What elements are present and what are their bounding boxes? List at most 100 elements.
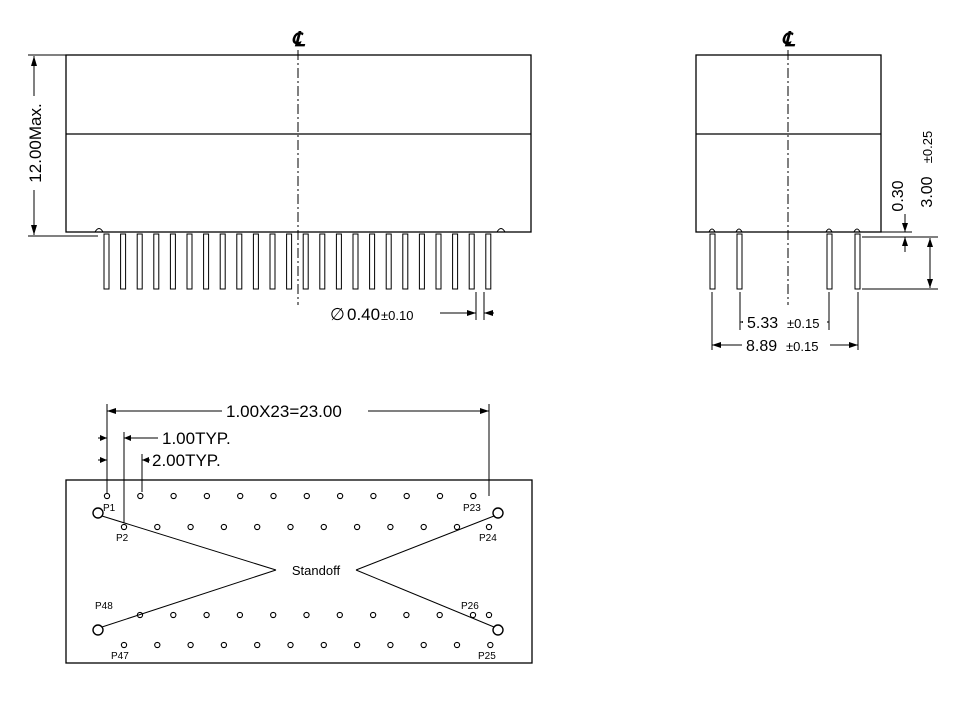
pin-length-dimension: 3.00 ±0.25 xyxy=(862,131,938,290)
front-pin xyxy=(369,233,376,290)
side-pins xyxy=(709,233,861,290)
pin-hole xyxy=(485,523,493,531)
front-pin xyxy=(252,233,259,290)
pin-label-p48: P48 xyxy=(95,601,113,612)
standoff-leaders xyxy=(101,515,495,628)
pitch-total-label: 1.00X23=23.00 xyxy=(226,402,342,421)
standoff-label: Standoff xyxy=(292,563,341,578)
front-pin xyxy=(169,233,176,290)
pin-diameter-dimension: ∅ 0.40 ±0.10 xyxy=(330,292,494,324)
front-pin xyxy=(352,233,359,290)
front-pin xyxy=(103,233,110,290)
front-view: ℄ 12.00Max. ∅ 0.40 ±0.10 xyxy=(22,29,532,324)
pin-hole xyxy=(154,641,161,649)
inner-spacing-tol: ±0.15 xyxy=(787,316,819,331)
pin-label-p23: P23 xyxy=(463,503,481,514)
pin-hole xyxy=(485,611,493,619)
pin-hole xyxy=(420,641,427,649)
front-pin xyxy=(236,233,243,290)
pin-hole xyxy=(120,641,128,649)
bottom-body-outline xyxy=(65,479,533,664)
height-dim-label: 12.00Max. xyxy=(26,103,45,182)
pin-hole xyxy=(237,492,244,500)
front-pin xyxy=(319,233,326,290)
side-pin xyxy=(826,233,833,290)
pin-label-p1: P1 xyxy=(103,503,116,514)
pin-hole xyxy=(336,611,343,619)
pin-hole xyxy=(353,641,361,649)
pin-hole xyxy=(436,492,444,500)
side-view: ℄ 0.30 3.00 ±0. xyxy=(695,29,938,355)
front-pin xyxy=(335,233,342,290)
pin-hole xyxy=(453,523,461,531)
bottom-pin-array xyxy=(103,492,494,649)
pin-hole xyxy=(303,611,310,619)
pin-hole xyxy=(320,641,327,649)
diameter-symbol: ∅ xyxy=(330,305,345,324)
pin-length-value: 3.00 xyxy=(919,176,936,207)
pin-length-tol: ±0.25 xyxy=(920,131,935,163)
front-pin xyxy=(435,233,442,290)
pin-hole xyxy=(387,523,394,531)
pin-labels: P1 P2 P23 P24 P48 P47 P26 P25 xyxy=(95,503,497,662)
standoff-hole xyxy=(492,624,504,636)
front-pin xyxy=(302,233,309,290)
pin-label-p25: P25 xyxy=(478,651,496,662)
pin-hole xyxy=(270,492,277,500)
side-pin xyxy=(854,233,861,290)
front-pin xyxy=(402,233,409,290)
pin-hole xyxy=(487,641,494,649)
side-centerline-symbol: ℄ xyxy=(782,29,796,51)
pin-hole xyxy=(220,523,228,531)
front-pin xyxy=(452,233,459,290)
pin-dia-value: 0.40 xyxy=(347,305,380,324)
outer-spacing-dimension: 8.89 ±0.15 xyxy=(711,292,859,355)
standoff-dimension: 0.30 xyxy=(862,180,938,252)
pin-label-p24: P24 xyxy=(479,533,497,544)
pin-hole xyxy=(203,492,211,500)
pin-hole xyxy=(403,492,410,500)
pin-hole xyxy=(287,523,294,531)
outer-spacing-tol: ±0.15 xyxy=(786,339,818,354)
pin-hole xyxy=(187,641,194,649)
standoff-hole xyxy=(492,507,504,519)
pin-hole xyxy=(369,611,377,619)
pin-label-p2: P2 xyxy=(116,533,129,544)
front-pin xyxy=(136,233,143,290)
pin-hole xyxy=(287,641,294,649)
pin-hole xyxy=(203,611,210,619)
pin-hole xyxy=(137,492,144,500)
pin-hole xyxy=(469,611,477,619)
pin-hole xyxy=(436,611,443,619)
front-pin-array xyxy=(94,228,506,290)
front-pin xyxy=(418,233,425,290)
standoff-holes xyxy=(92,507,504,636)
pin-hole xyxy=(254,641,261,649)
pin-hole xyxy=(120,523,128,531)
pin-hole xyxy=(303,492,310,500)
pin-hole xyxy=(170,611,177,619)
pin-hole xyxy=(387,641,394,649)
pin-hole xyxy=(187,523,194,531)
pin-dia-tol: ±0.10 xyxy=(381,308,413,323)
row-pitch-typ-label: 2.00TYP. xyxy=(152,451,221,470)
front-pin xyxy=(153,233,160,290)
outer-spacing-value: 8.89 xyxy=(746,338,777,355)
pin-hole xyxy=(420,523,427,531)
front-pin xyxy=(485,233,492,290)
pitch-typ-label: 1.00TYP. xyxy=(162,429,231,448)
inner-spacing-dimension: 5.33 ±0.15 xyxy=(739,292,830,332)
front-pin xyxy=(219,233,226,290)
pin-label-p26: P26 xyxy=(461,601,479,612)
pin-hole xyxy=(403,611,410,619)
pin-hole xyxy=(353,523,361,531)
front-standoff xyxy=(496,228,506,233)
pin-hole xyxy=(453,641,461,649)
front-centerline-symbol: ℄ xyxy=(292,29,306,51)
front-pin xyxy=(120,233,127,290)
pin-label-p47: P47 xyxy=(111,651,129,662)
standoff-hole xyxy=(92,624,104,636)
pin-hole xyxy=(270,611,277,619)
inner-spacing-value: 5.33 xyxy=(747,315,778,332)
